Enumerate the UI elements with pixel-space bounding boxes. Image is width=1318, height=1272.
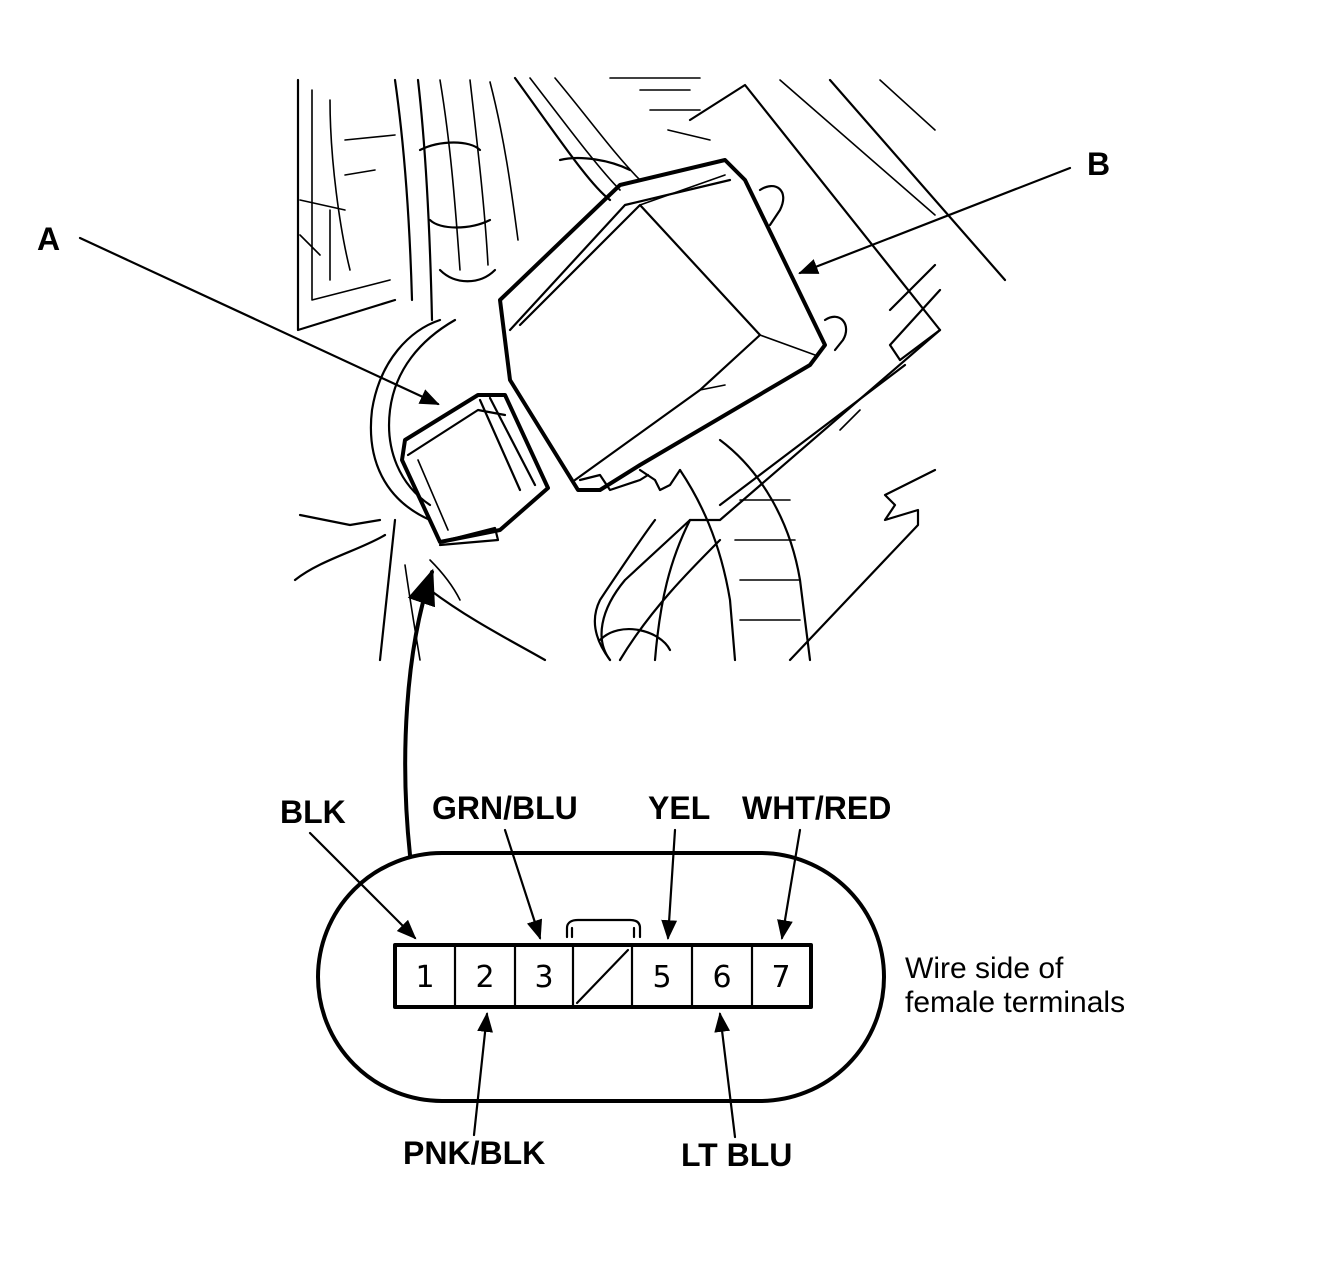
connector-note-line1: Wire side of bbox=[905, 952, 1064, 985]
connector-note-line2: female terminals bbox=[905, 986, 1125, 1019]
callout-b-label: B bbox=[1087, 146, 1110, 182]
terminal-6: 6 bbox=[712, 960, 731, 995]
wire-leader-wht-red bbox=[777, 828, 802, 940]
terminal-5: 5 bbox=[652, 960, 671, 995]
wire-label-pnk-blk: PNK/BLK bbox=[403, 1135, 545, 1171]
wire-label-lt-blu: LT BLU bbox=[681, 1137, 792, 1173]
callout-a-leader bbox=[78, 236, 440, 406]
wire-label-wht-red: WHT/RED bbox=[742, 790, 891, 826]
wire-leader-pnk-blk bbox=[472, 1012, 493, 1137]
callout-a-label: A bbox=[37, 221, 60, 257]
terminal-1: 1 bbox=[415, 960, 434, 995]
connector-a bbox=[400, 393, 550, 547]
wire-label-grn-blu: GRN/BLU bbox=[432, 790, 578, 826]
wire-leader-blk bbox=[308, 831, 417, 940]
terminal-7: 7 bbox=[771, 960, 790, 995]
callout-b-leader bbox=[798, 166, 1072, 275]
wire-label-yel: YEL bbox=[648, 790, 710, 826]
wire-leader-grn-blu bbox=[503, 828, 543, 940]
terminal-2: 2 bbox=[475, 960, 494, 995]
connector-reference-arrow bbox=[403, 568, 436, 857]
wire-label-blk: BLK bbox=[280, 794, 346, 830]
connector-face bbox=[316, 851, 886, 1103]
vehicle-background-drawing bbox=[293, 76, 1007, 662]
control-unit-b bbox=[498, 158, 827, 492]
wire-leader-yel bbox=[661, 828, 678, 940]
terminal-3: 3 bbox=[534, 960, 553, 995]
wire-leader-lt-blu bbox=[714, 1012, 737, 1139]
